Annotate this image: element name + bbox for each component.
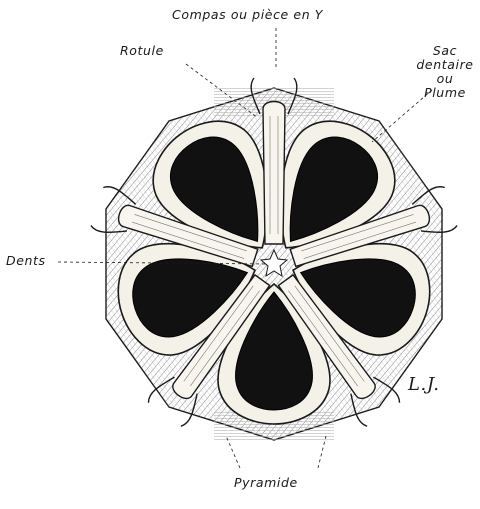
label-sac-line-2: dentaire [412, 58, 478, 72]
label-rotule: Rotule [120, 44, 164, 58]
label-sac-line-4: Plume [412, 86, 478, 100]
label-sac-line-1: Sac [412, 44, 478, 58]
label-sac-line-3: ou [412, 72, 478, 86]
label-pyramide: Pyramide [234, 476, 298, 490]
label-dents: Dents [6, 254, 46, 268]
artist-signature: L.J. [408, 378, 440, 392]
label-sac-dentaire: Sac dentaire ou Plume [412, 44, 478, 100]
label-compas: Compas ou pièce en Y [172, 8, 323, 22]
